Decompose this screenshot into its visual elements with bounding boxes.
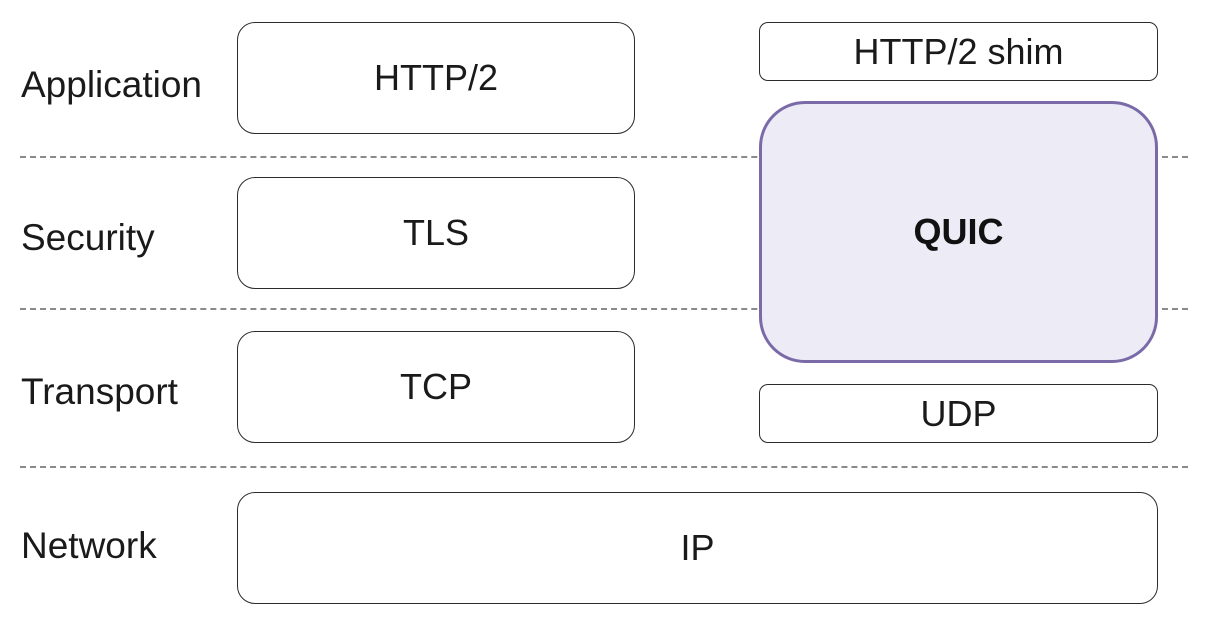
tcp-box: TCP	[237, 331, 635, 443]
http2-shim-label: HTTP/2 shim	[853, 30, 1064, 72]
divider-transport-network	[20, 466, 1188, 468]
http2-label: HTTP/2	[373, 57, 498, 98]
layer-label-application: Application	[21, 64, 203, 105]
tls-label: TLS	[402, 212, 470, 253]
layer-label-transport: Transport	[21, 371, 178, 412]
tcp-label: TCP	[400, 366, 472, 407]
layer-label-network: Network	[21, 525, 157, 566]
udp-box: UDP	[759, 384, 1158, 443]
tls-box: TLS	[237, 177, 635, 289]
divider-security-transport	[20, 308, 1188, 310]
http2-box: HTTP/2	[237, 22, 635, 134]
ip-box: IP	[237, 492, 1158, 604]
udp-label: UDP	[920, 392, 997, 434]
quic-label: QUIC	[913, 211, 1004, 252]
ip-label: IP	[680, 527, 715, 568]
divider-application-security	[20, 156, 1188, 158]
http2-shim-box: HTTP/2 shim	[759, 22, 1158, 81]
quic-box: QUIC	[759, 101, 1158, 363]
layer-label-security: Security	[21, 217, 155, 258]
